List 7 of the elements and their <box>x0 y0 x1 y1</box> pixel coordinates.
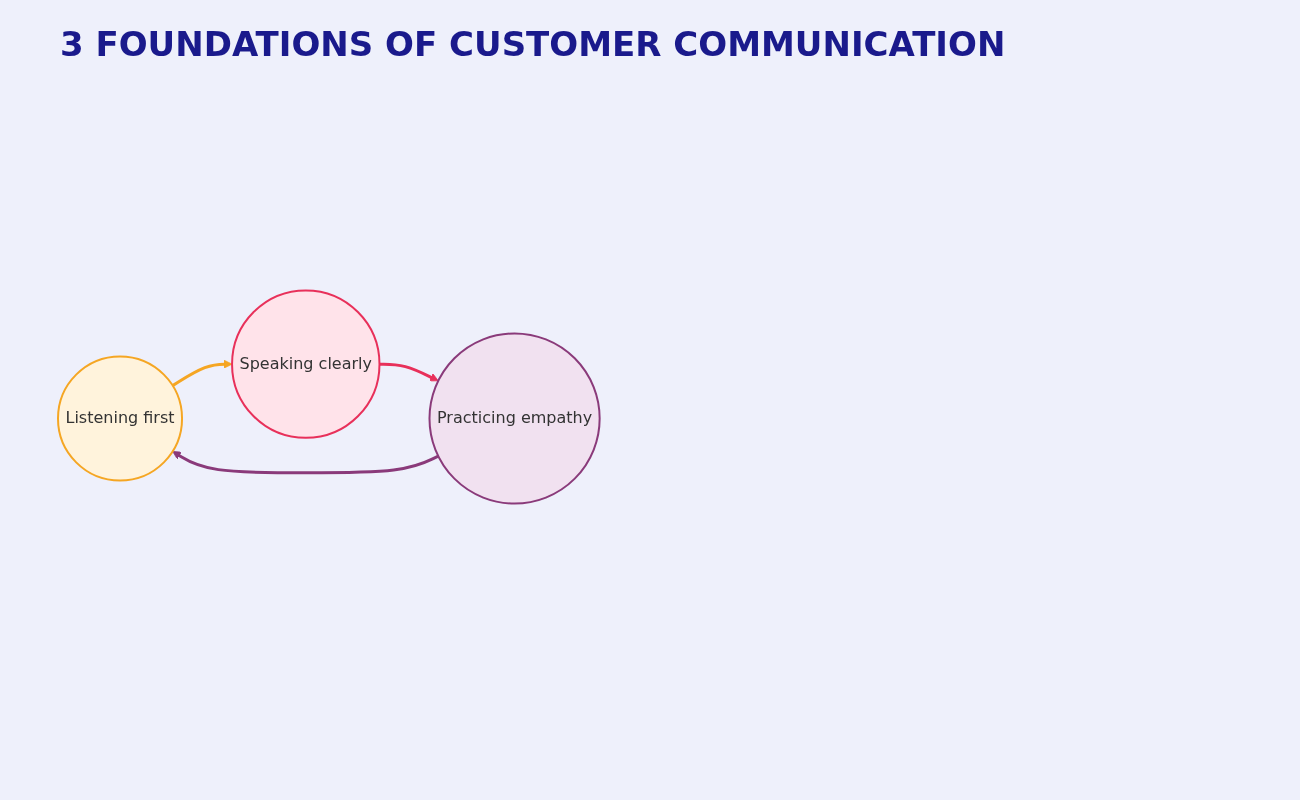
title: 3 FOUNDATIONS OF CUSTOMER COMMUNICATION <box>60 24 1007 64</box>
node-circle: Practicing empathy <box>428 332 601 505</box>
arrow <box>172 450 439 475</box>
node-circle: Speaking clearly <box>231 289 381 439</box>
arrow <box>379 362 439 382</box>
node-circle: Listening first <box>57 355 184 482</box>
arrow <box>171 359 233 387</box>
